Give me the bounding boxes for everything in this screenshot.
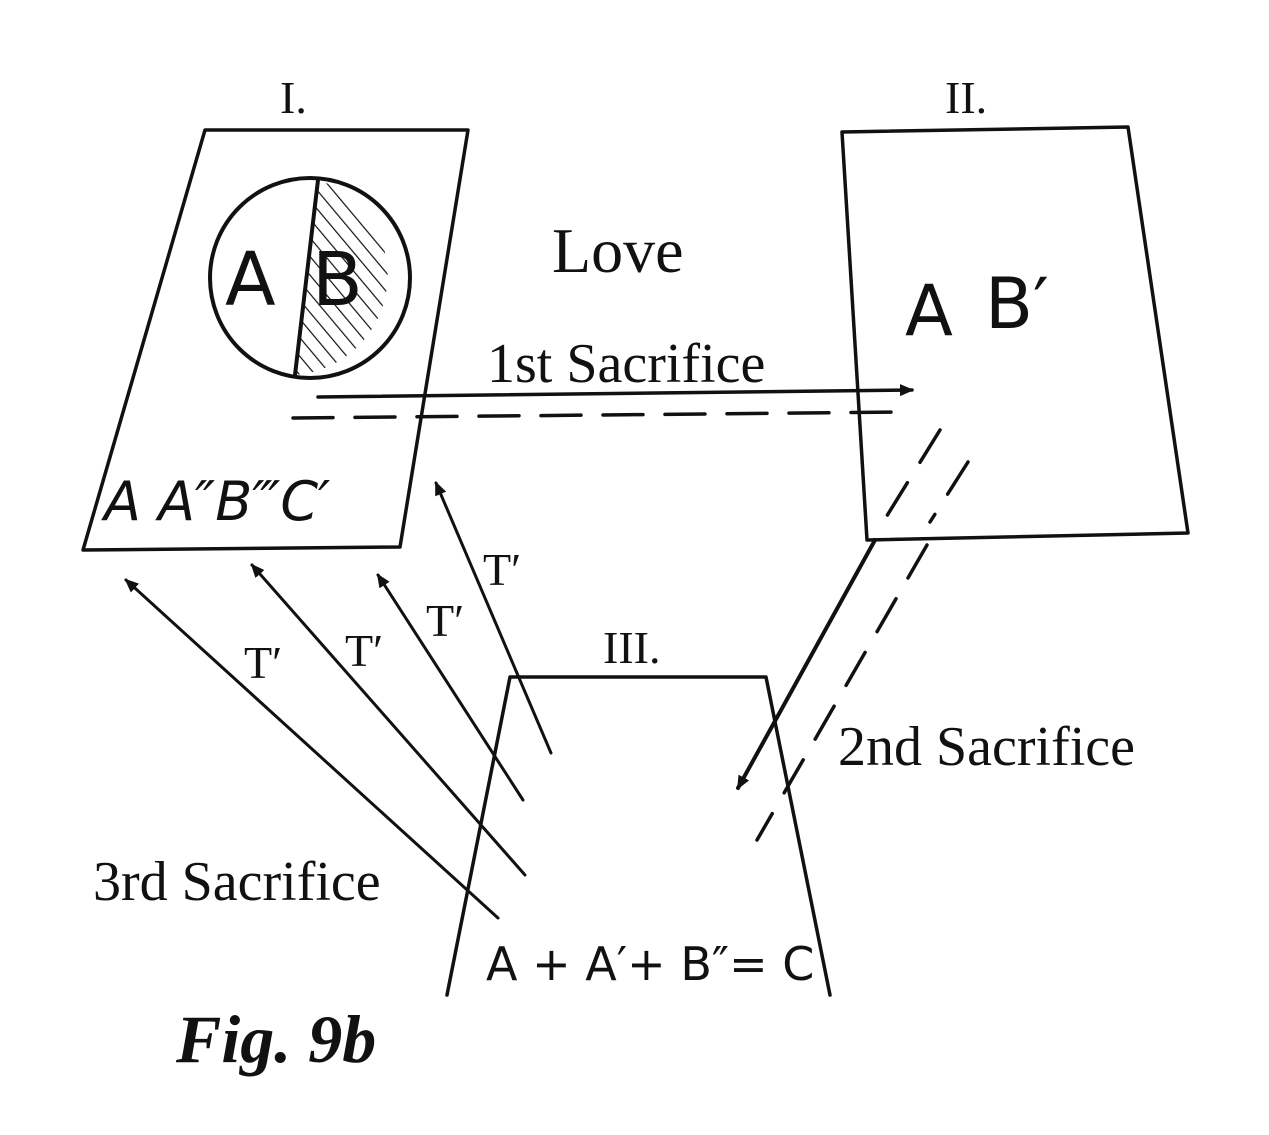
first-sacrifice-dashed-line	[291, 410, 907, 420]
panel-two-frame	[840, 125, 1190, 542]
first-sacrifice-connector: 1st Sacrifice	[291, 333, 914, 420]
panel-one-frame	[81, 128, 470, 552]
second-sacrifice-connector: 2nd Sacrifice	[736, 428, 1135, 842]
circle-divider	[293, 178, 320, 377]
third-sacrifice-label: 3rd Sacrifice	[93, 851, 381, 913]
third-sacrifice-arrow-1	[124, 578, 500, 920]
arrow-mark-1: T′	[244, 637, 282, 688]
arrow-mark-4: T′	[483, 544, 521, 595]
circle-label-b: B	[312, 237, 363, 323]
second-sacrifice-dash-upper-b	[928, 460, 970, 524]
third-sacrifice-connector: T′ T′ T′ T′ 3rd Sacrifice	[93, 481, 553, 920]
circle-hatched-half	[295, 180, 388, 375]
panel-one: I. A B A A″B‴C′	[81, 72, 470, 552]
panel-three-frame	[445, 675, 832, 997]
ab-circle: A B	[208, 176, 412, 380]
panel-two-letter-a: A	[905, 270, 953, 352]
panel-three-formula: A + A′+ B″= C	[486, 937, 814, 991]
figure-caption: Fig. 9b	[175, 1001, 376, 1077]
first-sacrifice-label: 1st Sacrifice	[487, 333, 765, 395]
circle-outline	[208, 176, 412, 380]
love-label: Love	[552, 215, 684, 286]
second-sacrifice-dashed-line	[755, 543, 929, 842]
third-sacrifice-arrow-4	[434, 481, 553, 755]
panel-three-numeral: III.	[603, 622, 660, 673]
third-sacrifice-arrow-3	[376, 573, 525, 802]
panel-two: II. A B′	[840, 72, 1190, 542]
panel-one-numeral: I.	[280, 72, 307, 123]
panel-one-formula: A A″B‴C′	[101, 470, 330, 533]
circle-label-a: A	[225, 237, 276, 323]
panel-three: III. A + A′+ B″= C	[445, 622, 832, 997]
second-sacrifice-label: 2nd Sacrifice	[838, 716, 1135, 778]
second-sacrifice-dash-upper-a	[878, 428, 942, 529]
arrow-mark-3: T′	[426, 595, 464, 646]
arrow-mark-2: T′	[345, 625, 383, 676]
first-sacrifice-arrow	[316, 384, 914, 399]
second-sacrifice-arrow	[736, 538, 877, 790]
panel-two-numeral: II.	[945, 72, 987, 123]
third-sacrifice-arrow-2	[250, 563, 527, 877]
panel-two-letter-b: B′	[985, 263, 1049, 345]
